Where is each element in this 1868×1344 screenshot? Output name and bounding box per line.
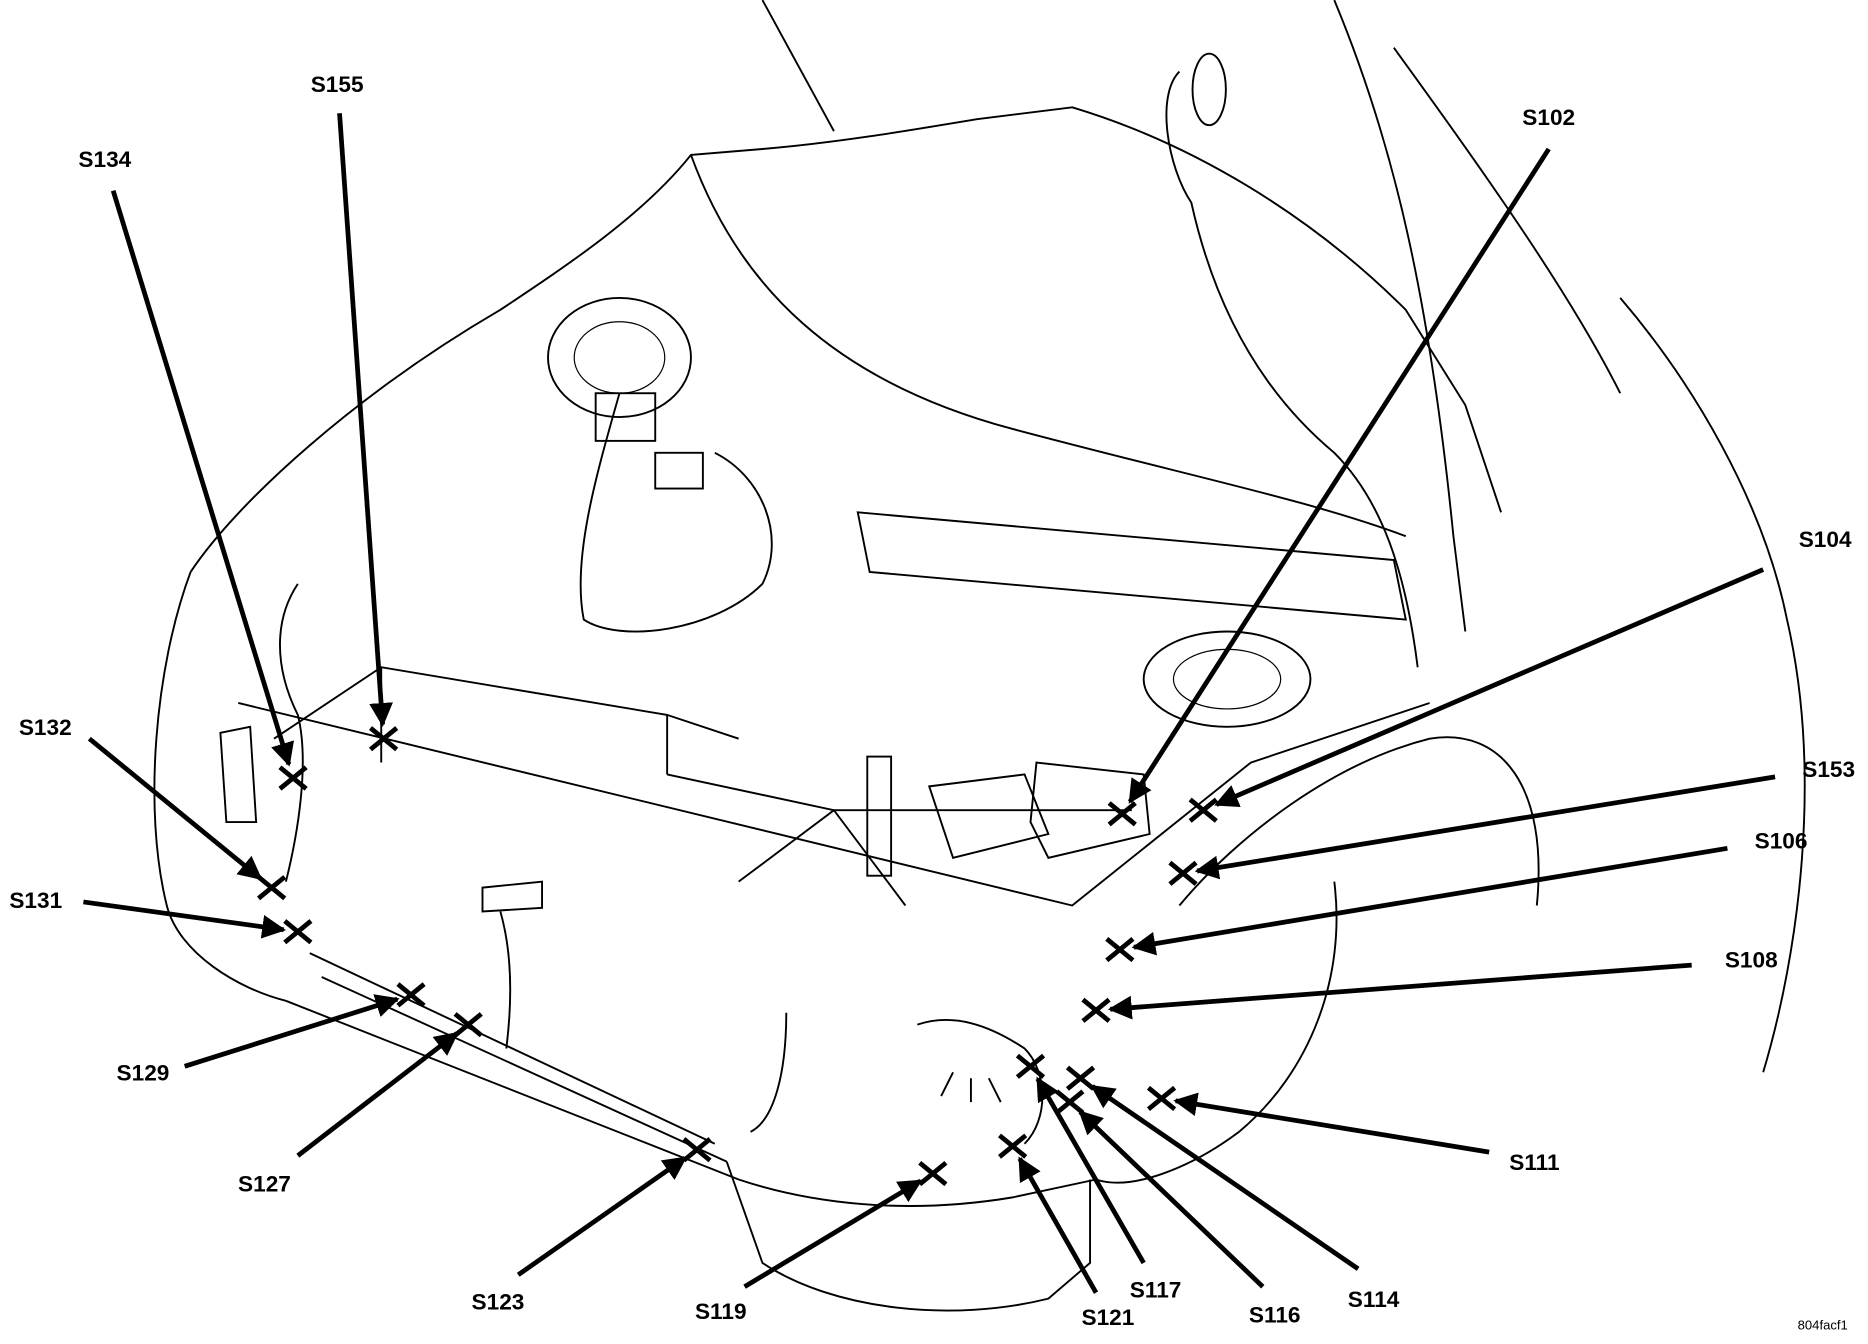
splice-x-mark: [998, 1133, 1028, 1159]
splice-x-mark: [278, 765, 308, 791]
splice-s127: S127: [238, 1012, 483, 1196]
leader-arrow: [1017, 1156, 1099, 1294]
vehicle-outline: [153, 0, 1806, 1312]
splice-x-mark: [682, 1137, 712, 1163]
leader-arrow: [1078, 1110, 1265, 1289]
splice-x-mark: [918, 1160, 948, 1187]
leader-arrow: [87, 736, 263, 881]
splice-s111: S111: [1146, 1085, 1560, 1175]
splice-x-mark: [453, 1012, 483, 1038]
splice-label: S106: [1755, 828, 1808, 853]
splice-label: S123: [472, 1289, 525, 1314]
splice-x-mark: [1146, 1085, 1177, 1112]
splice-s134: S134: [78, 147, 308, 791]
leader-arrow: [83, 899, 287, 939]
splice-x-mark: [1055, 1089, 1085, 1115]
splice-s102: S102: [1107, 105, 1575, 827]
splice-label: S116: [1249, 1302, 1301, 1327]
splice-s114: S114: [1065, 1065, 1400, 1312]
splice-s106: S106: [1105, 828, 1808, 963]
leader-arrow: [1214, 567, 1765, 808]
splice-s108: S108: [1081, 947, 1778, 1023]
splice-label: S127: [238, 1171, 291, 1196]
splice-s123: S123: [472, 1137, 712, 1314]
leader-arrow: [743, 1178, 923, 1289]
splice-s104: S104: [1188, 527, 1852, 823]
splice-label: S104: [1799, 527, 1852, 552]
splice-x-mark: [283, 919, 313, 945]
splice-label: S132: [19, 715, 72, 740]
splice-s116: S116: [1055, 1089, 1301, 1327]
leader-arrow: [110, 190, 294, 767]
splice-label: S121: [1082, 1305, 1135, 1330]
leader-arrow: [1127, 147, 1551, 804]
splice-s155: S155: [311, 72, 399, 752]
leader-arrow: [1090, 1084, 1360, 1271]
splice-label: S102: [1522, 105, 1575, 130]
splice-s121: S121: [998, 1133, 1135, 1330]
splice-s132: S132: [19, 715, 287, 901]
leader-arrow: [183, 994, 400, 1069]
splice-x-mark: [1065, 1065, 1096, 1091]
splice-x-mark: [257, 875, 287, 901]
splice-x-mark: [368, 726, 399, 752]
splice-s153: S153: [1168, 757, 1855, 886]
splice-x-mark: [1105, 937, 1135, 963]
splice-label: S153: [1802, 757, 1855, 782]
splice-x-mark: [396, 982, 426, 1008]
splice-label: S117: [1130, 1277, 1182, 1302]
splice-label: S111: [1509, 1150, 1559, 1175]
leader-arrow: [1035, 1076, 1146, 1265]
splice-label: S119: [695, 1299, 747, 1324]
leader-arrow: [1131, 845, 1728, 956]
splice-label: S134: [78, 147, 131, 172]
drawing-code: 804facf1: [1798, 1318, 1848, 1333]
splice-x-mark: [1015, 1053, 1046, 1079]
splice-x-mark: [1081, 997, 1111, 1023]
splice-x-mark: [1168, 860, 1198, 886]
splice-s129: S129: [117, 982, 426, 1086]
splice-label: S155: [311, 72, 364, 97]
leader-arrow: [296, 1031, 459, 1158]
splice-label: S114: [1348, 1287, 1400, 1312]
leader-arrow: [1173, 1092, 1490, 1155]
leader-arrow: [337, 113, 393, 727]
splice-label: S131: [9, 888, 62, 913]
splice-s117: S117: [1015, 1053, 1182, 1302]
leader-arrow: [1107, 962, 1692, 1020]
leader-arrow: [1194, 774, 1776, 880]
splice-x-mark: [1188, 797, 1218, 823]
splice-s131: S131: [9, 888, 313, 945]
splice-s119: S119: [695, 1160, 948, 1324]
leader-arrow: [516, 1155, 688, 1277]
splice-label: S129: [117, 1061, 170, 1086]
splice-x-mark: [1107, 801, 1137, 827]
splice-label: S108: [1725, 947, 1778, 972]
